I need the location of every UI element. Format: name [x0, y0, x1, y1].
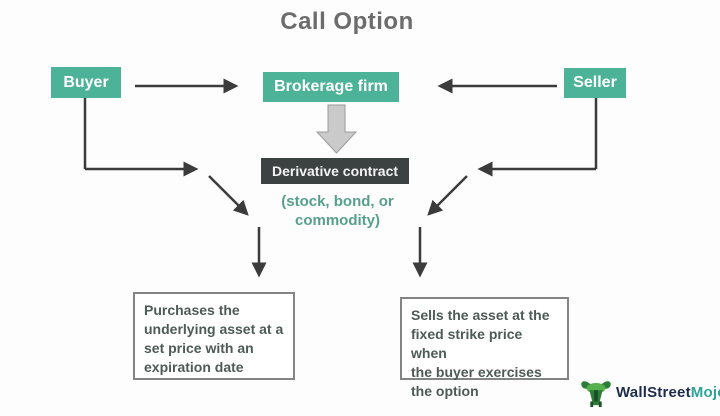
buyer-action-line: expiration date	[144, 359, 244, 375]
brokerage-firm-label: Brokerage firm	[274, 78, 388, 95]
derivative-contract-node: Derivative contract	[261, 158, 409, 184]
brokerage-firm-node: Brokerage firm	[263, 72, 399, 102]
brand-text: WallStreetMojo	[616, 384, 720, 401]
seller-action-line: the option	[411, 383, 479, 399]
seller-diagonal-arrow	[427, 175, 468, 216]
bull-icon	[581, 381, 611, 408]
block-arrow-down-icon	[315, 104, 358, 154]
buyer-action-box: Purchases the underlying asset at a set …	[133, 292, 295, 380]
derivative-contract-label: Derivative contract	[271, 163, 399, 179]
brand-wallstreet: WallStreet	[616, 383, 691, 401]
buyer-node: Buyer	[51, 67, 121, 98]
seller-action-line: fixed strike price when	[411, 326, 523, 361]
buyer-label: Buyer	[63, 73, 109, 91]
derivative-note-line: (stock, bond, or	[281, 193, 394, 210]
seller-node: Seller	[564, 68, 626, 98]
wallstreetmojo-logo: WallStreetMojo	[580, 376, 720, 408]
seller-action-line: the buyer exercises	[411, 364, 542, 380]
diagram-title: Call Option	[280, 8, 414, 35]
buyer-diagonal-arrow	[208, 175, 249, 216]
buyer-action-line: underlying asset at a	[144, 321, 284, 337]
brand-mojo: Mojo	[690, 383, 720, 401]
seller-action-box: Sells the asset at the fixed strike pric…	[400, 297, 569, 399]
seller-label: Seller	[573, 74, 617, 91]
buyer-action-line: set price with an	[144, 340, 254, 356]
seller-action-line: Sells the asset at the	[411, 307, 550, 323]
derivative-note-line: commodity)	[294, 212, 380, 229]
derivative-note: (stock, bond, or commodity)	[265, 192, 410, 230]
buyer-action-line: Purchases the	[144, 302, 240, 318]
